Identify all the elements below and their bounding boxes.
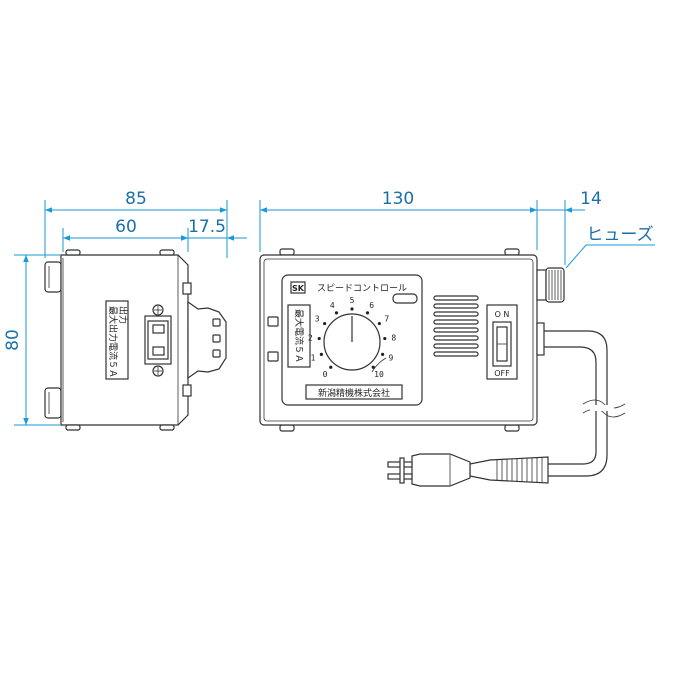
maker-logo-text: SK bbox=[292, 284, 305, 293]
switch-off-label: OFF bbox=[494, 369, 510, 378]
dial-tick bbox=[377, 321, 381, 326]
dial-scale: 01 2 3 4 5 6 7 8 9 10 bbox=[308, 296, 397, 379]
dial-tick bbox=[329, 365, 333, 369]
dim-14: 14 bbox=[580, 189, 602, 209]
max-current-panel bbox=[287, 304, 311, 368]
dimension-lines bbox=[14, 200, 655, 426]
max-current-label: 最大電流５Ａ bbox=[293, 309, 305, 363]
dim-85: 85 bbox=[125, 189, 147, 209]
front-view: SK スピードコントロール 最大電流５Ａ 新潟精機株式会社 01 2 3 4 5 6 7 8 9… bbox=[259, 248, 565, 432]
dial-number: 6 bbox=[369, 301, 374, 310]
output-label-current: 最大出力電流５Ａ bbox=[107, 306, 119, 378]
dial-tick bbox=[317, 336, 321, 341]
side-foot-bottom bbox=[44, 387, 62, 419]
dial-number: 5 bbox=[350, 296, 355, 305]
dial-number: 3 bbox=[315, 315, 320, 324]
power-plug bbox=[387, 453, 549, 487]
dim-17-5: 17.5 bbox=[188, 217, 226, 237]
switch-on-label: O N bbox=[495, 310, 510, 319]
maker-logo bbox=[290, 281, 306, 294]
vent-slots bbox=[433, 295, 479, 357]
dim-130: 130 bbox=[382, 189, 414, 209]
fuse-holder[interactable] bbox=[536, 267, 565, 303]
power-cord bbox=[544, 330, 626, 477]
dim-60: 60 bbox=[115, 217, 137, 237]
dial-number: 10 bbox=[374, 370, 384, 379]
fuse-callout-label: ヒューズ bbox=[586, 225, 653, 245]
dial-tick bbox=[365, 311, 370, 315]
dial-tick bbox=[371, 365, 375, 369]
dial-number: 7 bbox=[384, 315, 389, 324]
dial-number: 1 bbox=[311, 354, 316, 363]
maker-name: 新潟精機株式会社 bbox=[318, 387, 390, 399]
output-label-title: 出力 bbox=[117, 306, 129, 324]
dial-number: 9 bbox=[389, 354, 394, 363]
cord-bushing bbox=[536, 322, 545, 356]
dial-number: 4 bbox=[330, 301, 335, 310]
dial-tick bbox=[380, 352, 385, 356]
speed-control-label: スピードコントロール bbox=[317, 283, 407, 294]
side-foot-top bbox=[44, 261, 62, 293]
dial-number: 0 bbox=[323, 370, 328, 379]
dial-tick bbox=[334, 311, 339, 315]
dial-tick bbox=[319, 352, 324, 356]
dial-tick bbox=[350, 307, 354, 311]
dial-number: 8 bbox=[391, 334, 396, 343]
dial-number: 2 bbox=[308, 334, 313, 343]
side-view: 出力 最大出力電流５Ａ bbox=[44, 249, 227, 431]
maker-plate bbox=[305, 384, 403, 400]
dim-80: 80 bbox=[3, 329, 23, 351]
indicator-lamp bbox=[392, 293, 418, 304]
dial-tick bbox=[383, 336, 387, 341]
dial-tick bbox=[323, 321, 327, 326]
output-label-panel bbox=[105, 300, 129, 380]
